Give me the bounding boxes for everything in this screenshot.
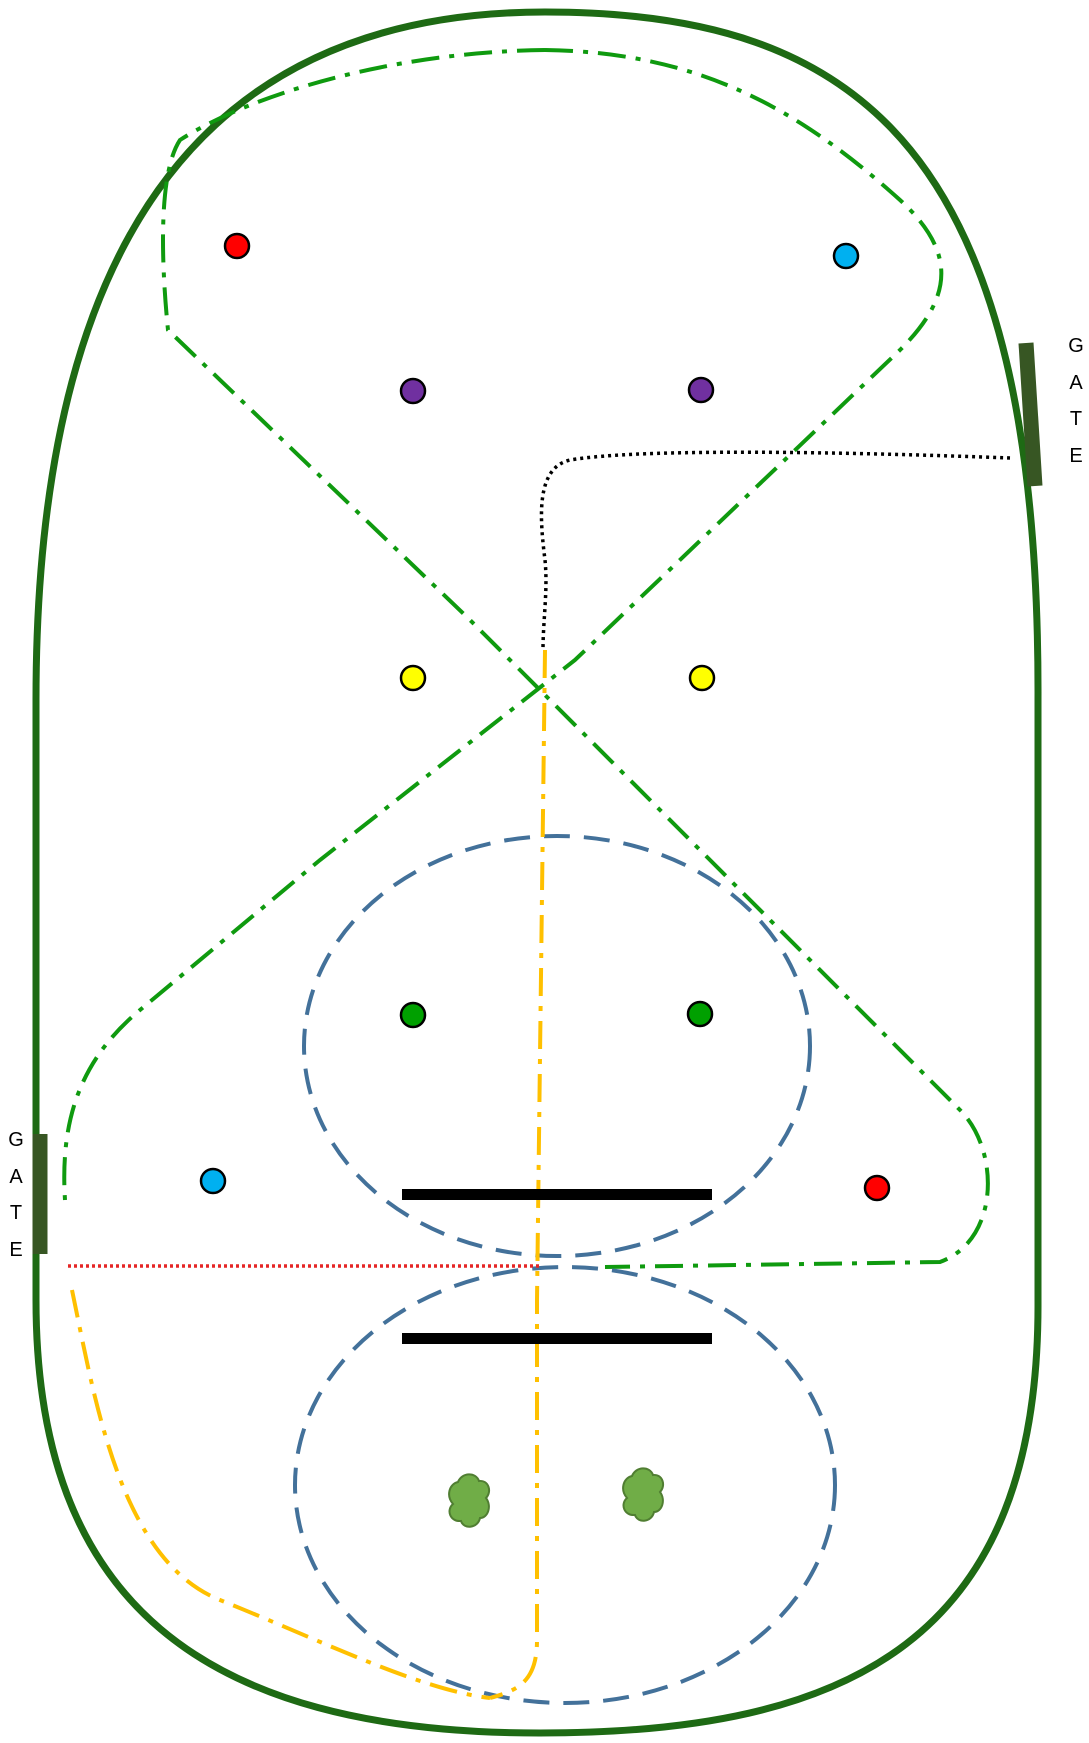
blue-loop-upper bbox=[302, 834, 812, 1258]
red-marker-bottom-right bbox=[863, 1174, 891, 1202]
gate-right-bar bbox=[1018, 342, 1043, 487]
gate-letter: A bbox=[9, 1165, 23, 1188]
black-bar-lower bbox=[402, 1333, 712, 1344]
green-marker-left bbox=[399, 1001, 427, 1029]
tree-icon bbox=[448, 1473, 491, 1528]
purple-marker-left bbox=[399, 377, 427, 405]
yellow-route-center bbox=[489, 649, 547, 1700]
green-route bbox=[62, 48, 944, 1201]
gate-letter: E bbox=[1069, 444, 1083, 467]
green-route-upper-left bbox=[161, 48, 990, 1269]
gate-left-label: G A T E bbox=[6, 1122, 26, 1268]
red-marker-top-left bbox=[223, 232, 251, 260]
blue-marker-top-right bbox=[832, 242, 860, 270]
gate-letter: A bbox=[1069, 371, 1083, 394]
gate-letter: T bbox=[1069, 408, 1083, 430]
gate-letter: G bbox=[1068, 335, 1084, 357]
gate-letter: T bbox=[9, 1202, 23, 1224]
yellow-route-left bbox=[70, 1289, 491, 1700]
outer-boundary bbox=[32, 8, 1042, 1737]
yellow-marker-right bbox=[688, 664, 716, 692]
blue-marker-bottom-left bbox=[199, 1167, 227, 1195]
tree-icon bbox=[622, 1467, 665, 1522]
black-dotted-path bbox=[539, 450, 1011, 651]
yellow-marker-left bbox=[399, 664, 427, 692]
gate-letter: G bbox=[8, 1129, 24, 1151]
gate-right-label: G A T E bbox=[1066, 328, 1086, 474]
black-bar-upper bbox=[402, 1189, 712, 1200]
blue-loop-lower bbox=[293, 1265, 837, 1705]
gate-letter: E bbox=[9, 1238, 23, 1261]
trees-layer bbox=[448, 1467, 665, 1528]
purple-marker-right bbox=[687, 376, 715, 404]
markers-layer bbox=[199, 232, 891, 1202]
green-marker-right bbox=[686, 1000, 714, 1028]
